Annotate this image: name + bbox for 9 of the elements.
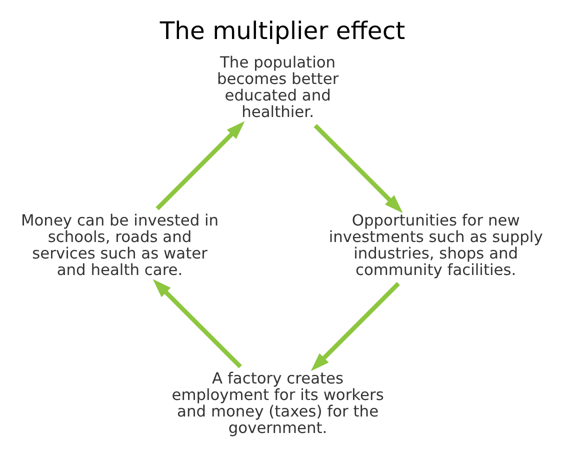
arrow bbox=[156, 121, 245, 210]
arrow bbox=[152, 279, 242, 368]
node-text: A factory creates employment for its workers and money (taxes) for the government. bbox=[172, 369, 384, 438]
node-text: Opportunities for new investments such as supply industries, shops and community facilities. bbox=[328, 211, 543, 279]
node-text: Money can be invested in schools, roads and services such as water and health care. bbox=[20, 211, 219, 279]
arrow bbox=[314, 124, 403, 214]
node-text: The population becomes better educated and healthier. bbox=[216, 53, 339, 121]
arrow bbox=[310, 282, 400, 372]
diagram-title: The multiplier effect bbox=[160, 17, 406, 46]
